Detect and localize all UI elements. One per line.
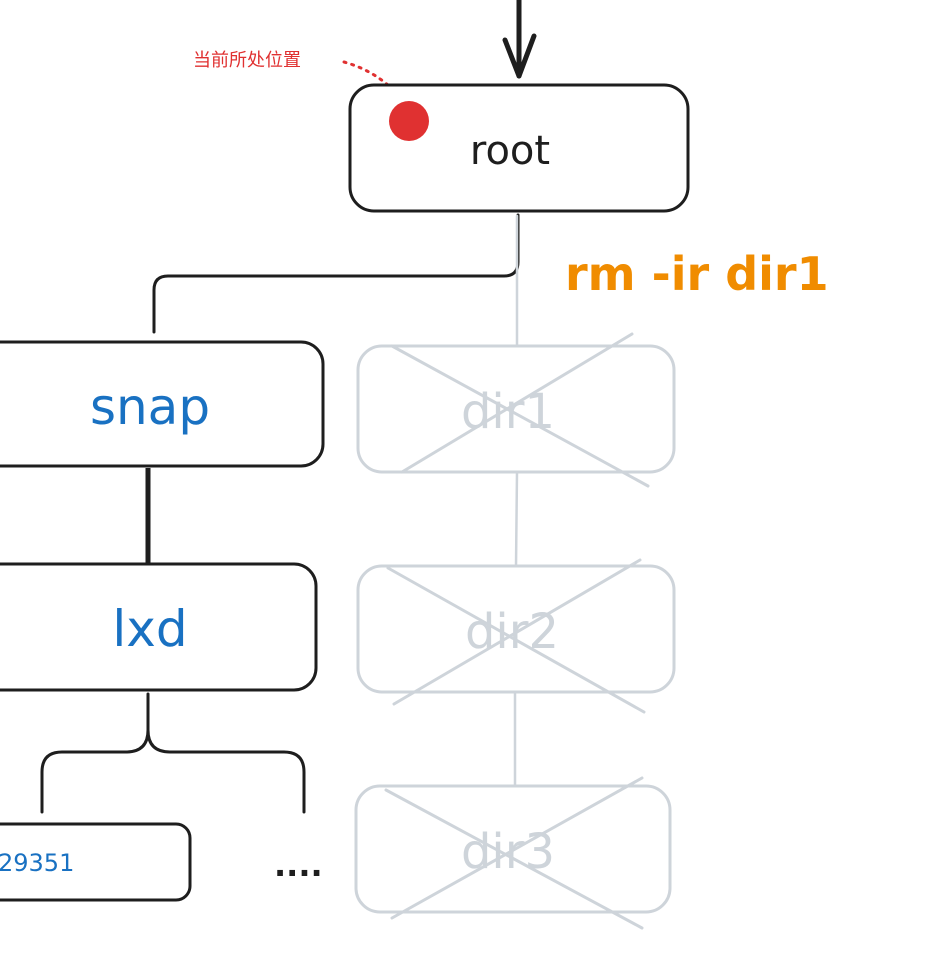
node-dir3-cross <box>384 776 644 930</box>
node-snap-box <box>0 340 325 468</box>
node-lxd-box <box>0 562 318 692</box>
node-29351-box <box>0 822 192 902</box>
node-dir2-box <box>356 564 676 694</box>
node-lxd-label: lxd <box>112 600 187 658</box>
node-snap-label: snap <box>90 378 210 436</box>
node-29351: 29351 <box>0 822 192 902</box>
node-dir1: dir1 <box>356 332 676 488</box>
node-root-box <box>348 83 690 213</box>
node-lxd: lxd <box>0 562 318 692</box>
connector-lxd-children <box>40 692 306 814</box>
current-position-marker <box>389 101 429 141</box>
current-position-label: 当前所处位置 <box>193 50 301 71</box>
node-29351-label: 29351 <box>0 849 74 877</box>
node-dir2-label: dir2 <box>465 604 559 660</box>
deleted-branch-connectors <box>513 214 519 788</box>
node-dir1-cross <box>390 332 650 488</box>
command-text: rm -ir dir1 <box>565 247 829 301</box>
node-dir2: dir2 <box>356 558 676 714</box>
node-root-label: root <box>470 128 550 174</box>
node-snap: snap <box>0 340 325 468</box>
node-dir2-cross <box>386 558 646 714</box>
node-root: root <box>348 83 690 213</box>
connector-root-snap <box>152 213 520 334</box>
node-dir1-box <box>356 344 676 474</box>
entry-arrow <box>502 0 537 79</box>
more-children-ellipsis: .... <box>274 846 323 884</box>
node-dir3: dir3 <box>354 776 672 930</box>
